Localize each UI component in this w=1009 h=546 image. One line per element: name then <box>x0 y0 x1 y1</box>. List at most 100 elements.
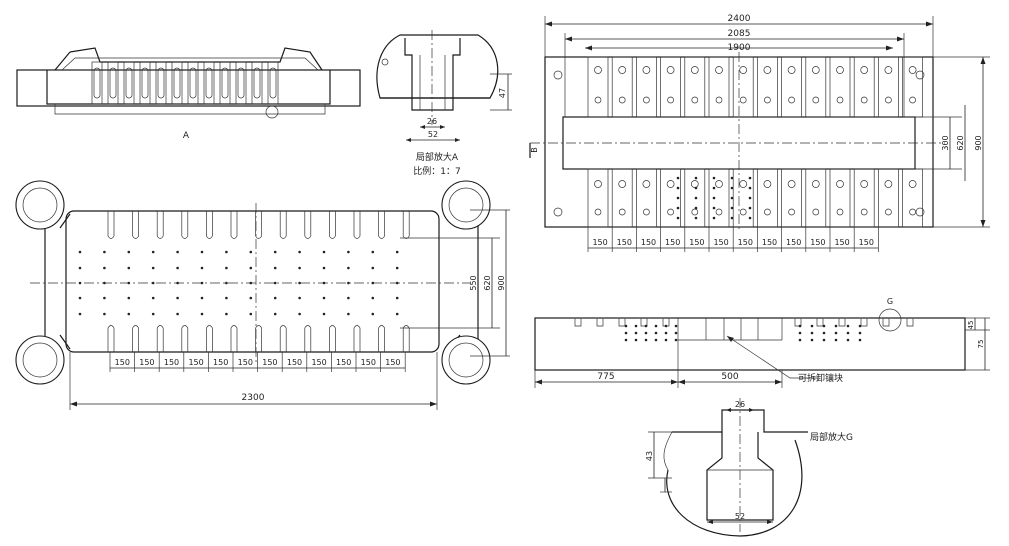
side-hole <box>846 324 850 328</box>
side-hole <box>624 338 628 342</box>
tr-bolt-hole <box>643 208 650 216</box>
tr-bolt-hole <box>643 96 650 104</box>
plan-slot-dim-label: 150 <box>287 358 302 367</box>
plan-dim-550: 550 <box>469 275 478 290</box>
tr-insert-hole <box>712 206 716 210</box>
plan-hole <box>200 281 204 285</box>
tr-bolt-hole <box>908 66 917 74</box>
plan-bottom-slot <box>279 325 287 352</box>
plan-top-slot <box>107 211 115 239</box>
side-hole <box>858 324 862 328</box>
side-hole <box>810 338 814 342</box>
view-a-slot <box>173 67 181 99</box>
plan-hole <box>298 250 301 254</box>
tr-insert-hole <box>748 186 752 190</box>
tr-bolt-hole <box>739 208 747 216</box>
side-t-slot <box>793 317 803 327</box>
tr-bolt-hole <box>618 96 626 104</box>
tr-bottom-block <box>878 168 899 228</box>
tr-bolt-hole <box>787 66 796 74</box>
side-dim-75: 75 <box>977 340 985 349</box>
side-hole <box>624 324 628 328</box>
plan-dim-620: 620 <box>483 275 492 290</box>
plan-hole <box>273 250 277 254</box>
plan-hole <box>298 312 301 316</box>
tr-top-block <box>757 56 778 118</box>
side-hole <box>624 331 628 335</box>
plan-hole <box>78 312 82 316</box>
tr-bolt-hole <box>715 96 723 104</box>
plan-hole <box>249 250 253 254</box>
detail-a-scale: 比例：1：7 <box>413 165 460 177</box>
tr-slot-dim-label: 150 <box>713 238 728 247</box>
tr-bottom-block <box>805 168 827 228</box>
plan-hole <box>151 312 155 316</box>
tr-insert-hole <box>730 196 734 200</box>
tr-bolt-hole <box>788 96 795 104</box>
plan-bottom-slot <box>402 325 410 352</box>
plan-hole <box>225 266 228 270</box>
plan-hole <box>273 266 277 270</box>
plan-hole <box>103 296 106 300</box>
tr-slot-dim-label: 150 <box>834 238 849 247</box>
tr-bolt-hole <box>836 66 844 74</box>
side-t-slot <box>573 317 583 327</box>
detail-a: 26 52 47 局部放大A 比例：1：7 <box>376 30 512 177</box>
tr-insert-hole <box>676 176 680 180</box>
plan-bottom-slot <box>181 325 189 352</box>
tr-dim-900: 900 <box>974 135 983 150</box>
side-hole <box>664 324 668 328</box>
tr-slot-dim-label: 150 <box>641 238 656 247</box>
tr-slot-dim-label: 150 <box>786 238 801 247</box>
tr-bottom-block <box>636 168 657 228</box>
plan-hole <box>347 250 350 254</box>
view-a-rib <box>155 61 167 105</box>
plan-hole <box>127 296 131 300</box>
plan-top-slot <box>378 211 385 239</box>
tr-slot-dim-label: 150 <box>689 238 704 247</box>
plan-hole <box>225 281 228 285</box>
tr-top-block <box>708 56 730 118</box>
plan-hole <box>225 250 228 254</box>
tr-bottom-block <box>708 168 730 228</box>
view-a-rib <box>235 61 247 105</box>
side-hole <box>674 324 678 328</box>
tr-bottom-block <box>781 168 802 228</box>
plan-bottom-slot <box>132 325 139 352</box>
tr-top-block <box>805 56 827 118</box>
tr-bolt-hole <box>691 96 699 104</box>
tr-slot-dim-label: 150 <box>859 238 874 247</box>
plan-hole <box>176 312 179 316</box>
plan-top-slot <box>329 211 336 239</box>
plan-hole <box>249 266 253 270</box>
plan-hole <box>225 312 228 316</box>
plan-bottom-slot <box>156 325 164 352</box>
view-a-slot <box>221 67 229 99</box>
plan-top-slot <box>156 211 164 239</box>
plan-hole <box>273 296 277 300</box>
detail-a-dim-26: 26 <box>427 117 437 126</box>
plan-dim-2300: 2300 <box>242 393 265 403</box>
plan-hole <box>347 296 350 300</box>
plan-top-slot <box>132 211 139 239</box>
tr-insert-hole <box>676 196 680 200</box>
view-a-rib <box>203 61 215 105</box>
tr-insert-hole <box>676 186 680 190</box>
tr-bolt-hole <box>739 96 747 104</box>
side-hole <box>834 324 838 328</box>
side-hole <box>822 324 826 328</box>
detail-a-caption: 局部放大A <box>416 151 459 163</box>
tr-insert-hole <box>694 176 698 180</box>
tr-bolt-hole <box>763 180 772 188</box>
plan-hole <box>322 281 326 285</box>
view-a-slot <box>141 67 149 99</box>
tr-bolt-hole <box>811 66 820 74</box>
side-t-slot <box>905 317 915 327</box>
plan-hole <box>347 281 350 285</box>
plan-slot-dim-label: 150 <box>238 358 253 367</box>
plan-slot-dim-label: 150 <box>311 358 326 367</box>
plan-top-slot <box>255 211 262 239</box>
tr-bolt-hole <box>811 180 820 188</box>
view-a-slot <box>157 67 165 99</box>
